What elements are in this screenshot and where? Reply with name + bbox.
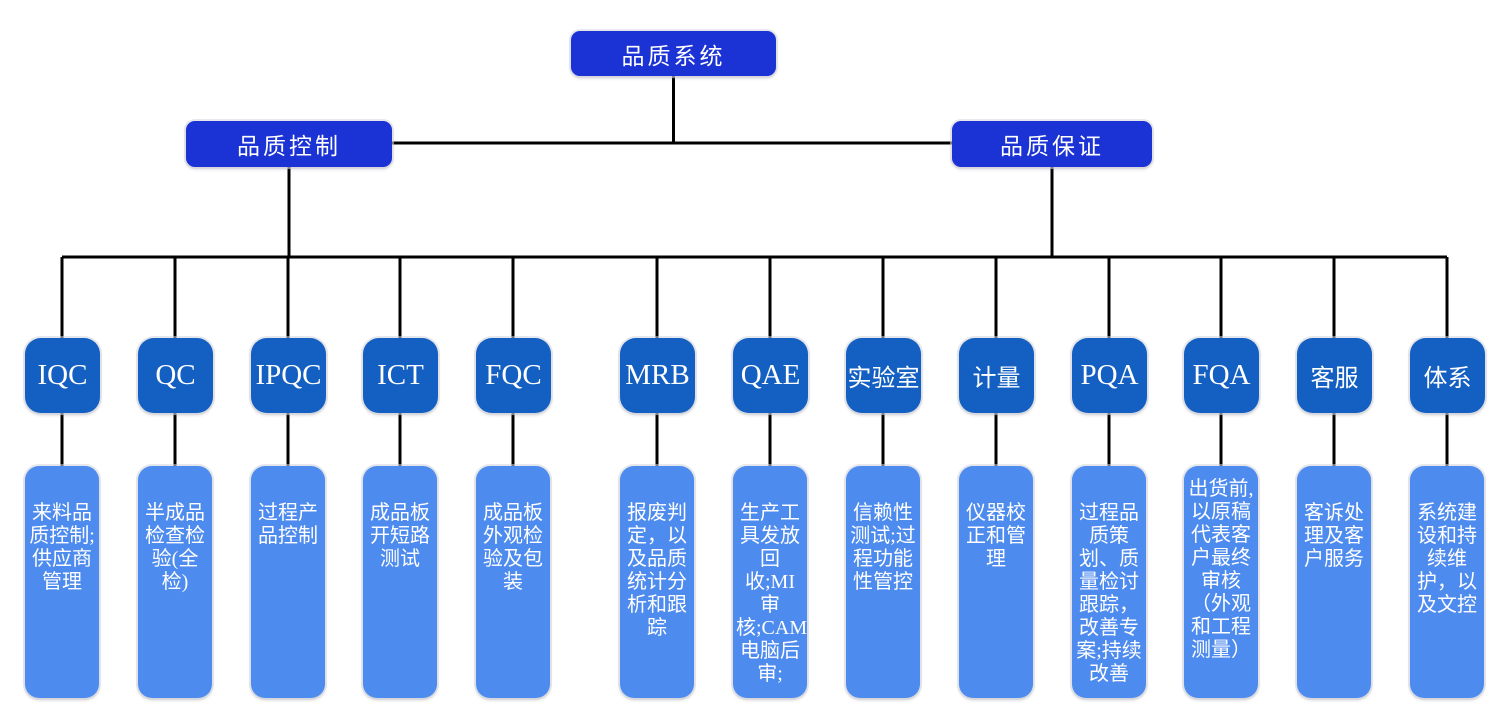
dept-desc-fqc: 成品板外观检验及包装	[476, 466, 550, 698]
dept-node-qc: QC	[138, 338, 213, 413]
dept-node-fqc: FQC	[476, 338, 551, 413]
dept-desc-mrb: 报废判定，以及品质统计分析和跟踪	[620, 466, 694, 698]
dept-node-customer-service: 客服	[1297, 338, 1372, 413]
dept-desc-ipqc: 过程产品控制	[251, 466, 325, 698]
connector-path	[60, 76, 1449, 466]
dept-desc-customer-service: 客诉处理及客户服务	[1297, 466, 1371, 698]
dept-desc-qae: 生产工具发放回收;MI审核;CAM电脑后审;	[733, 466, 807, 698]
dept-desc-metrology: 仪器校正和管理	[959, 466, 1033, 698]
dept-node-mrb: MRB	[620, 338, 695, 413]
dept-node-metrology: 计量	[959, 338, 1034, 413]
root-node-quality-system: 品质系统	[571, 31, 776, 76]
dept-node-fqa: FQA	[1184, 338, 1259, 413]
dept-node-pqa: PQA	[1072, 338, 1147, 413]
dept-node-system: 体系	[1410, 338, 1485, 413]
branch-node-quality-assurance: 品质保证	[952, 121, 1152, 167]
dept-desc-qc: 半成品检查检验(全检)	[138, 466, 212, 698]
dept-desc-fqa: 出货前,以原稿代表客户最终审核（外观和工程测量）	[1184, 466, 1258, 698]
branch-node-quality-control: 品质控制	[186, 121, 392, 167]
dept-desc-lab: 信赖性测试;过程功能性管控	[846, 466, 920, 698]
dept-node-ict: ICT	[363, 338, 438, 413]
dept-node-ipqc: IPQC	[251, 338, 326, 413]
dept-node-qae: QAE	[733, 338, 808, 413]
dept-desc-ict: 成品板开短路测试	[363, 466, 437, 698]
dept-desc-iqc: 来料品质控制;供应商管理	[25, 466, 99, 698]
dept-node-lab: 实验室	[846, 338, 921, 413]
dept-node-iqc: IQC	[25, 338, 100, 413]
dept-desc-system: 系统建设和持续维护，以及文控	[1410, 466, 1484, 698]
dept-desc-pqa: 过程品质策划、质量检讨跟踪，改善专案;持续改善	[1072, 466, 1146, 698]
